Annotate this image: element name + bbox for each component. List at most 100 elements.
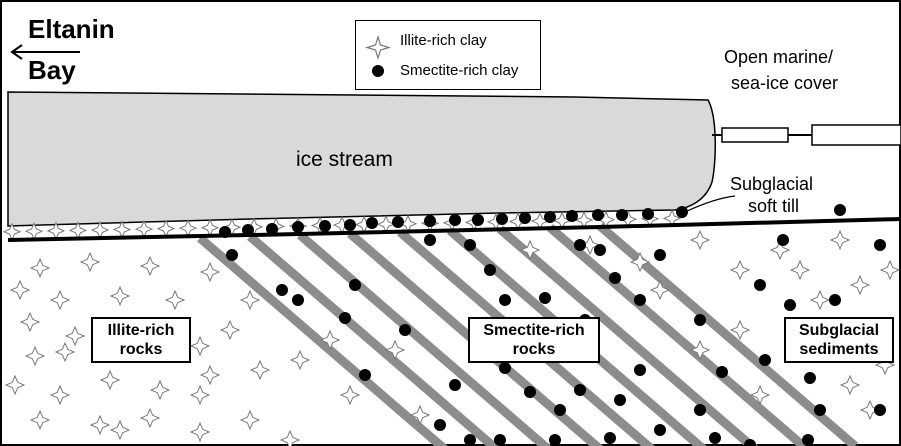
illite-star-icon <box>879 259 901 281</box>
illite-star-icon <box>289 349 311 371</box>
smectite-dot-icon <box>449 379 461 391</box>
strata-stripe <box>247 233 500 446</box>
smectite-dot-icon <box>266 223 278 235</box>
illite-star-icon <box>809 289 831 311</box>
star-outline-icon <box>364 34 392 61</box>
illite-star-icon <box>339 384 361 406</box>
sediments-label: Subglacial sediments <box>784 317 894 363</box>
smectite-dot-icon <box>759 354 771 366</box>
smectite-dot-icon <box>399 324 411 336</box>
sediments-label-line2: sediments <box>799 341 879 358</box>
illite-star-icon <box>64 325 86 347</box>
legend-item-illite-label: Illite-rich clay <box>400 32 487 49</box>
illite-star-icon <box>789 259 811 281</box>
glacier-bed-line <box>7 217 901 242</box>
illite-star-icon <box>9 279 31 301</box>
smectite-dot-icon <box>874 239 886 251</box>
smectite-dot-icon <box>802 434 814 446</box>
illite-star-icon <box>109 419 131 441</box>
illite-star-icon <box>769 239 791 261</box>
smectite-dot-icon <box>566 210 578 222</box>
smectite-dot-icon <box>709 432 721 444</box>
illite-star-icon <box>874 354 896 376</box>
arrow-left-icon <box>10 44 80 60</box>
illite-star-icon <box>829 229 851 251</box>
smectite-dot-icon <box>814 404 826 416</box>
illite-star-icon <box>249 359 271 381</box>
smectite-dot-icon <box>592 209 604 221</box>
illite-star-icon <box>4 374 26 396</box>
illite-star-icon <box>134 219 154 239</box>
smectite-dot-icon <box>634 294 646 306</box>
illite-rocks-label-line1: Illite-rich <box>107 322 175 339</box>
smectite-dot-icon <box>676 206 688 218</box>
smectite-dot-icon <box>392 216 404 228</box>
illite-star-icon <box>109 285 131 307</box>
illite-star-icon <box>112 220 132 239</box>
smectite-dot-icon <box>424 234 436 246</box>
illite-star-icon <box>729 259 751 281</box>
illite-star-icon <box>199 364 221 386</box>
illite-star-icon <box>99 369 121 391</box>
smectite-dot-icon <box>574 239 586 251</box>
open-marine-label-line1: Open marine/ <box>724 47 834 67</box>
illite-star-icon <box>239 289 261 311</box>
smectite-dot-icon <box>549 434 561 446</box>
illite-star-icon <box>849 274 871 296</box>
smectite-dot-icon <box>494 434 506 446</box>
smectite-dot-icon <box>339 312 351 324</box>
smectite-dot-icon <box>366 217 378 229</box>
smectite-dot-icon <box>642 208 654 220</box>
smectite-dot-icon <box>544 211 556 223</box>
ice-stream-body <box>7 91 716 227</box>
smectite-dot-icon <box>524 386 536 398</box>
illite-star-icon <box>649 279 671 301</box>
illite-star-icon <box>749 384 771 406</box>
smectite-dot-icon <box>694 314 706 326</box>
illite-star-icon <box>200 218 220 238</box>
smectite-dot-icon <box>614 394 626 406</box>
smectite-dot-icon <box>276 284 288 296</box>
subglacial-till-label-line2: soft till <box>748 196 800 216</box>
smectite-dot-icon <box>242 224 254 236</box>
smectite-dot-icon <box>539 292 551 304</box>
illite-star-icon <box>90 220 110 240</box>
smectite-rocks-label-line1: Smectite-rich <box>483 322 585 339</box>
smectite-dot-icon <box>496 213 508 225</box>
smectite-dot-icon <box>609 272 621 284</box>
illite-star-icon <box>24 345 46 367</box>
smectite-dot-icon <box>472 214 484 226</box>
legend-symbols <box>364 34 392 77</box>
smectite-dot-icon <box>349 279 361 291</box>
smectite-dot-icon <box>319 220 331 232</box>
eltanin-label-line1: Eltanin <box>28 14 115 44</box>
smectite-dot-icon <box>292 294 304 306</box>
smectite-dot-icon <box>784 299 796 311</box>
smectite-dot-icon <box>654 424 666 436</box>
illite-star-icon <box>156 219 176 238</box>
smectite-dot-icon <box>449 214 461 226</box>
smectite-dot-icon <box>484 264 496 276</box>
smectite-dot-icon <box>804 372 816 384</box>
smectite-dot-icon <box>874 404 886 416</box>
illite-star-icon <box>89 414 111 436</box>
illite-star-icon <box>689 339 711 361</box>
smectite-dot-icon <box>634 364 646 376</box>
smectite-dot-icon <box>434 419 446 431</box>
illite-star-icon <box>189 421 211 443</box>
smectite-dot-icon <box>744 439 756 446</box>
illite-star-icon <box>139 407 161 429</box>
illite-star-icon <box>139 255 161 277</box>
smectite-dot-icon <box>574 384 586 396</box>
shelf-block-small <box>721 127 789 143</box>
illite-star-icon <box>689 229 711 251</box>
strata-stripe <box>297 231 552 446</box>
smectite-dot-icon <box>654 249 666 261</box>
smectite-dot-icon <box>694 404 706 416</box>
smectite-dot-icon <box>754 279 766 291</box>
shelf-block-large <box>811 124 901 146</box>
illite-star-icon <box>219 319 241 341</box>
smectite-dot-icon <box>716 366 728 378</box>
